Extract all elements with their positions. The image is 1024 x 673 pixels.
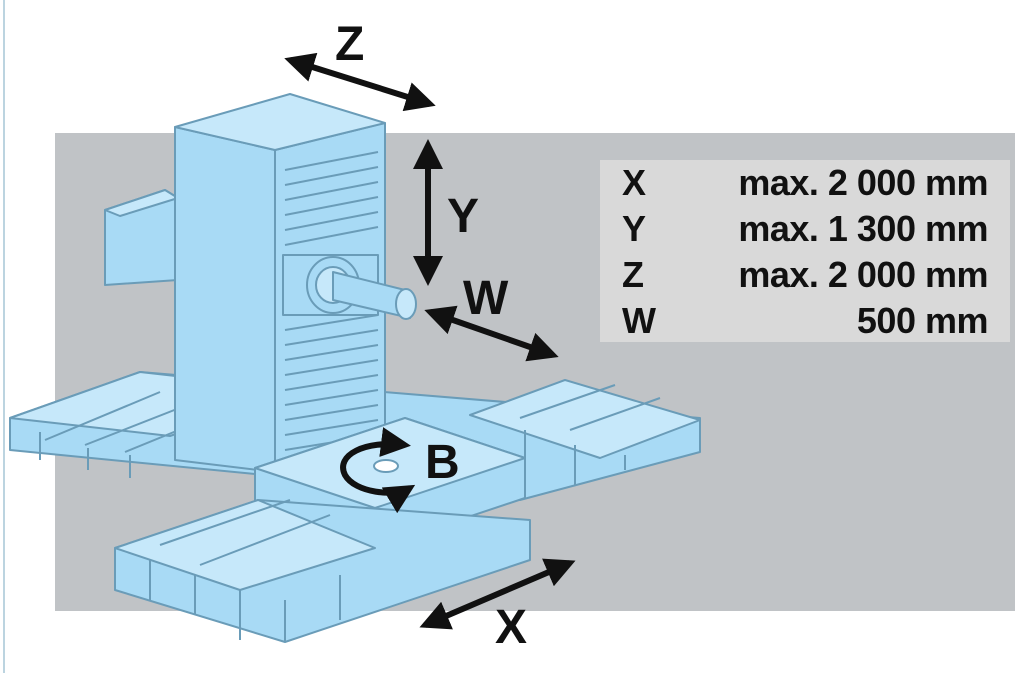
spec-axis: Z xyxy=(622,254,644,295)
axis-label-w: W xyxy=(463,272,509,325)
spec-value: max. 2 000 mm xyxy=(738,162,988,203)
spindle-tip xyxy=(395,288,417,320)
spec-axis: W xyxy=(622,300,656,341)
w-axis-arrow xyxy=(424,305,559,362)
z-axis-arrow xyxy=(284,52,436,112)
axis-label-y: Y xyxy=(447,190,479,243)
table-center xyxy=(373,459,399,473)
spec-value: max. 1 300 mm xyxy=(738,208,988,249)
bed-segment xyxy=(519,384,616,419)
spec-row-y: Y max. 1 300 mm xyxy=(600,206,1010,252)
bed-right-top xyxy=(469,379,701,459)
column-slats xyxy=(284,151,379,451)
spec-row-x: X max. 2 000 mm xyxy=(600,160,1010,206)
axis-label-b: B xyxy=(425,436,460,489)
spec-value: 500 mm xyxy=(856,300,989,341)
column-front xyxy=(174,126,276,473)
axis-label-x: X xyxy=(495,601,527,654)
spec-row-z: Z max. 2 000 mm xyxy=(600,252,1010,298)
spec-axis: X xyxy=(622,162,646,203)
spec-axis: Y xyxy=(622,208,646,249)
bed-segment xyxy=(569,397,661,431)
axis-label-z: Z xyxy=(335,18,364,71)
bed-segment xyxy=(44,391,161,441)
boring-mill-machine xyxy=(9,93,701,643)
slide-segment xyxy=(159,499,291,546)
b-rotation-arrow xyxy=(340,427,416,514)
spec-table: X max. 2 000 mm Y max. 1 300 mm Z max. 2… xyxy=(600,160,1010,342)
spec-value: max. 2 000 mm xyxy=(738,254,988,295)
slide-segment xyxy=(199,514,331,566)
axis-arrows xyxy=(284,52,576,630)
spec-row-w: W 500 mm xyxy=(600,298,1010,344)
x-axis-arrow xyxy=(419,558,576,630)
